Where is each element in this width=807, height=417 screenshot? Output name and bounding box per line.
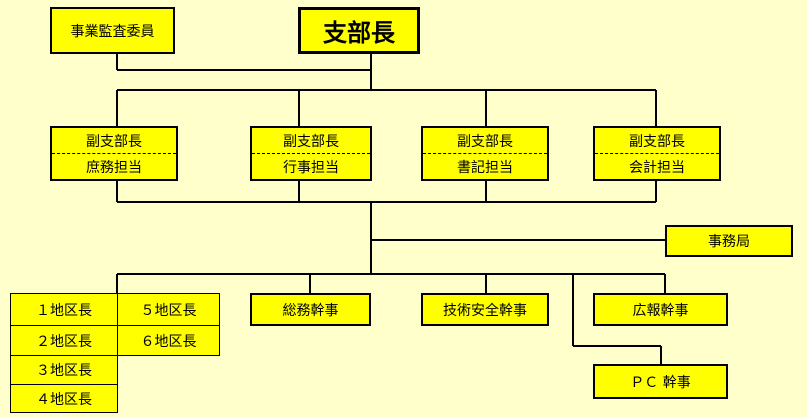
- deputy-box-events: 副支部長 行事担当: [250, 126, 372, 181]
- district-box-1: １地区長: [10, 293, 118, 326]
- auditor-label: 事業監査委員: [70, 23, 155, 40]
- deputy-box-secretary: 副支部長 書記担当: [421, 126, 549, 181]
- general-officer-box: 総務幹事: [250, 293, 371, 326]
- safety-officer-box: 技術安全幹事: [421, 293, 549, 326]
- deputy-duty: 書記担当: [457, 159, 513, 176]
- deputy-role: 副支部長: [423, 128, 547, 154]
- secretariat-box: 事務局: [665, 225, 793, 257]
- district-box-2: ２地区長: [10, 325, 118, 356]
- pc-officer-label: ＰＣ 幹事: [630, 374, 691, 391]
- district-box-3: ３地区長: [10, 355, 118, 385]
- deputy-duty: 会計担当: [629, 159, 685, 176]
- district-box-5: ５地区長: [117, 293, 220, 326]
- deputy-role: 副支部長: [252, 128, 370, 154]
- deputy-role: 副支部長: [52, 128, 176, 154]
- district-label: ３地区長: [36, 363, 92, 379]
- deputy-duty: 行事担当: [283, 159, 339, 176]
- deputy-duty: 庶務担当: [86, 159, 142, 176]
- auditor-box: 事業監査委員: [50, 7, 175, 54]
- secretariat-label: 事務局: [708, 234, 750, 250]
- district-label: ２地区長: [36, 333, 92, 350]
- safety-officer-label: 技術安全幹事: [443, 302, 527, 319]
- district-box-4: ４地区長: [10, 384, 118, 413]
- district-label: ５地区長: [140, 302, 197, 319]
- district-label: ４地区長: [36, 391, 92, 408]
- pr-officer-label: 広報幹事: [632, 302, 689, 319]
- district-label: １地区長: [36, 302, 92, 319]
- pc-officer-box: ＰＣ 幹事: [593, 364, 728, 399]
- district-box-6: ６地区長: [117, 325, 220, 356]
- pr-officer-box: 広報幹事: [593, 293, 728, 326]
- head-box: 支部長: [298, 7, 420, 54]
- deputy-role: 副支部長: [595, 128, 719, 154]
- deputy-box-accounting: 副支部長 会計担当: [593, 126, 721, 181]
- general-officer-label: 総務幹事: [282, 302, 339, 319]
- deputy-box-general: 副支部長 庶務担当: [50, 126, 178, 181]
- head-title: 支部長: [323, 19, 395, 47]
- district-label: ６地区長: [140, 333, 197, 350]
